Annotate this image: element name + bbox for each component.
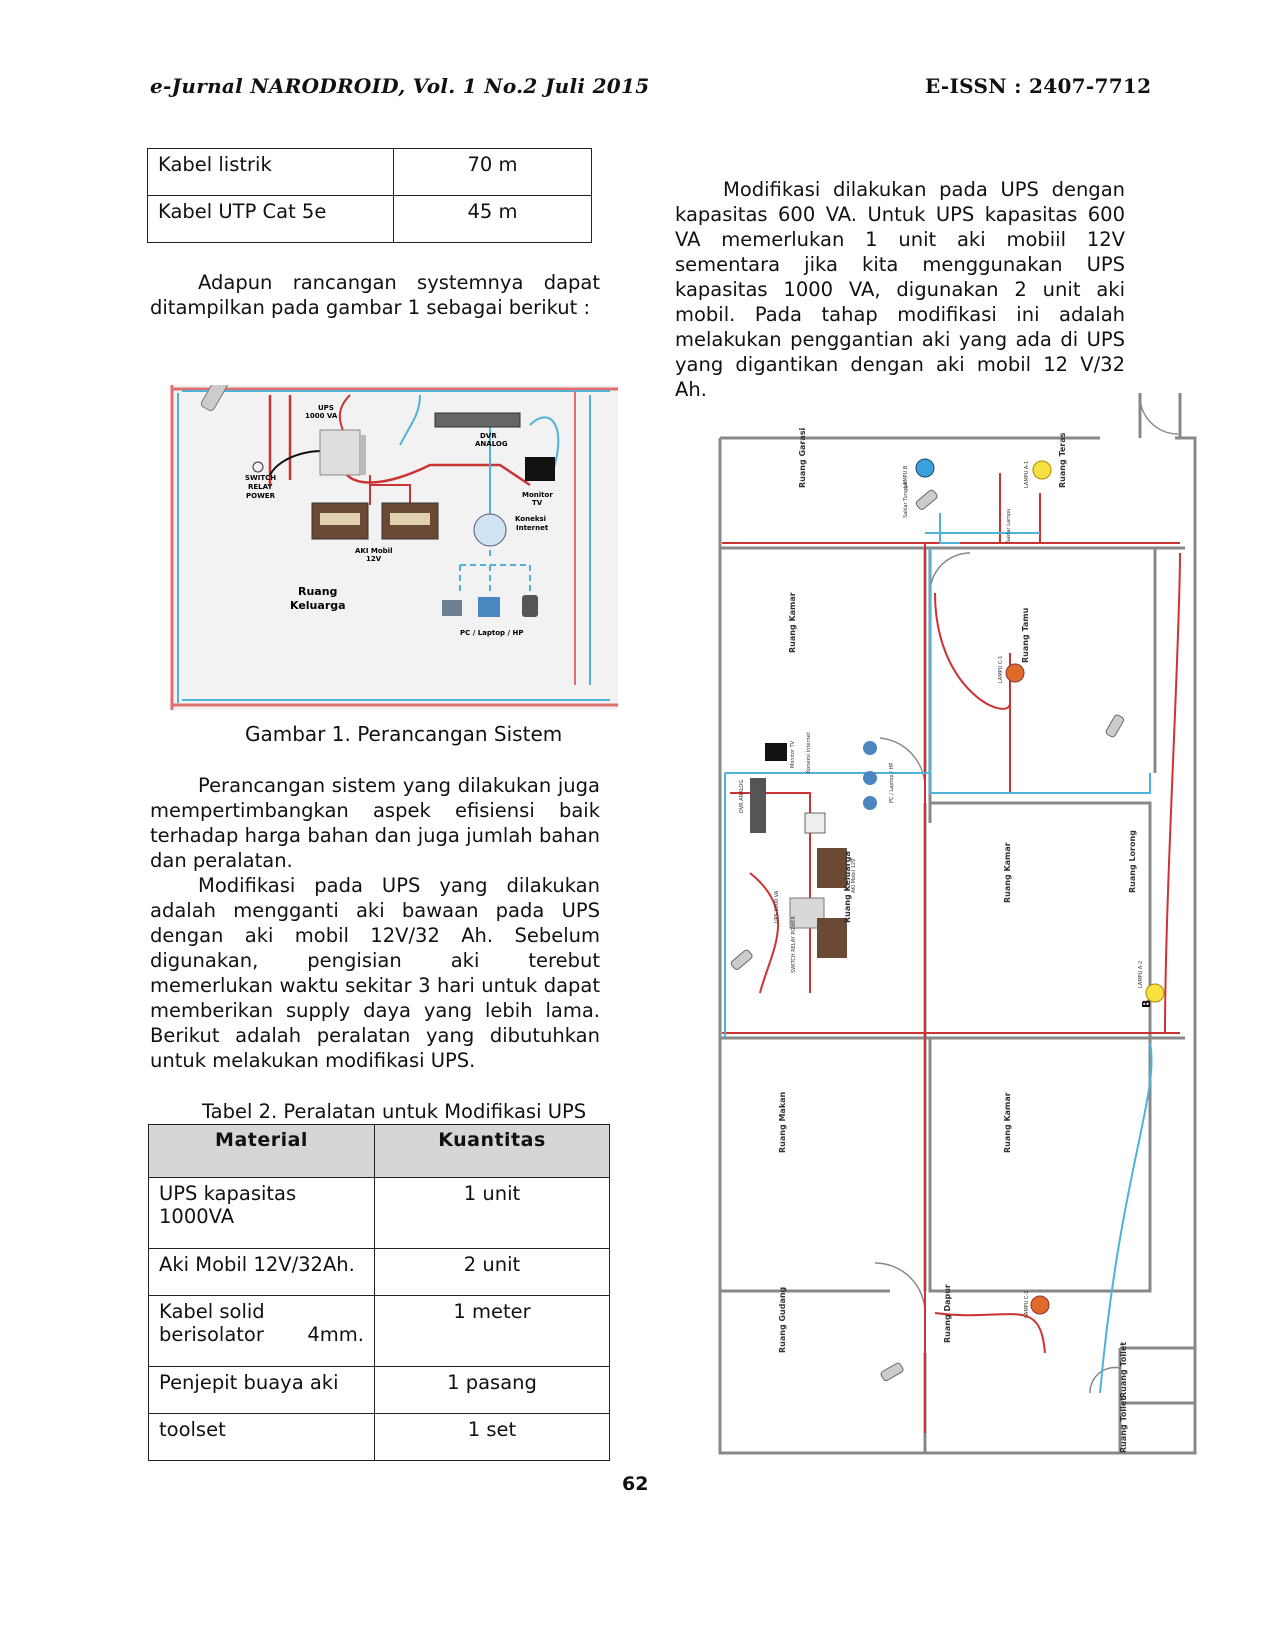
table-cell: Aki Mobil 12V/32Ah. [148, 1248, 375, 1296]
room-gudang: Ruang Gudang [778, 1286, 787, 1353]
page-number: 62 [622, 1473, 649, 1495]
table-1: Kabel listrik 70 m Kabel UTP Cat 5e 45 m [147, 148, 592, 243]
fig1-dvr2: ANALOG [475, 440, 508, 448]
table-cell: Kabel UTP Cat 5e [147, 195, 394, 243]
intro-paragraph: Adapun rancangan systemnya dapat ditampi… [150, 270, 600, 320]
table-row: Kabel UTP Cat 5e 45 m [147, 195, 592, 243]
room-kamar-3: Ruang Kamar [1003, 1092, 1012, 1153]
fp-dvr-label: DVR ANALOG [739, 780, 745, 813]
table-row: Kabel listrik 70 m [147, 148, 592, 196]
fp-switch-label: SWITCH RELAY POWER [791, 916, 797, 973]
table-cell: 70 m [393, 148, 592, 196]
fig1-switch2: RELAY [248, 483, 273, 491]
lamp-c2-label: LAMPU C-2 [1024, 1291, 1030, 1318]
room-garasi: Ruang Garasi [798, 427, 807, 488]
table-cell: 45 m [393, 195, 592, 243]
table-cell: 1 unit [374, 1177, 610, 1249]
fp-koneksi-label: Koneksi Internet [806, 732, 812, 773]
room-kamar-2: Ruang Kamar [1003, 842, 1012, 903]
room-kamar-1: Ruang Kamar [788, 592, 797, 653]
table-cell: 2 unit [374, 1248, 610, 1296]
fig1-koneksi1: Koneksi [515, 515, 546, 523]
table-header-row: Material Kuantitas [148, 1124, 610, 1178]
saklar-label: Saklar Tunggal [903, 481, 909, 518]
right-paragraph: Modifikasi dilakukan pada UPS dengan kap… [675, 177, 1125, 402]
figure-floor-plan: Ruang Garasi Ruang Teras Ruang Kamar Rua… [718, 393, 1197, 1455]
table-cell: Penjepit buaya aki [148, 1366, 375, 1414]
lamp-a2-label: LAMPU A-2 [1138, 961, 1144, 988]
table-cell: UPS kapasitas 1000VA [148, 1177, 375, 1249]
left-body: Perancangan sistem yang dilakukan juga m… [150, 773, 600, 1073]
figure-system-design: UPS 1000 VA DVR ANALOG Monitor TV SWITCH… [170, 385, 618, 710]
figure-1-caption: Gambar 1. Perancangan Sistem [245, 722, 563, 746]
fig1-monitor: Monitor [522, 491, 553, 499]
table-2-caption: Tabel 2. Peralatan untuk Modifikasi UPS [202, 1100, 587, 1123]
room-teras: Ruang Teras [1058, 432, 1067, 488]
table-cell: Kabel solid berisolator 4mm. [148, 1295, 375, 1367]
fp-ups-label: UPS 1000 VA [774, 890, 780, 923]
room-toilet-1: Ruang Toilet [1119, 1342, 1128, 1398]
fp-monitor-label: Monitor TV [790, 740, 796, 768]
fp-pc-label: PC / Laptop / HP [889, 763, 895, 803]
room-tamu: Ruang Tamu [1021, 607, 1030, 663]
lamp-a1-label: LAMPU A-1 [1024, 461, 1030, 488]
para-ups-capacity: Modifikasi dilakukan pada UPS dengan kap… [675, 178, 1125, 401]
fig1-switch1: SWITCH [245, 474, 276, 482]
table-row: Kabel solid berisolator 4mm.1 meter [148, 1295, 610, 1367]
fp-aki-label: AKI Mobil 12V [851, 858, 857, 893]
table-cell: 1 set [374, 1413, 610, 1461]
table-cell: 1 pasang [374, 1366, 610, 1414]
para-modification: Modifikasi pada UPS yang dilakukan adala… [150, 874, 600, 1072]
column-header: Kuantitas [374, 1124, 610, 1178]
lamp-b-label: LAMPU B [903, 465, 909, 488]
table-row: Aki Mobil 12V/32Ah.2 unit [148, 1248, 610, 1296]
fig1-devices: PC / Laptop / HP [460, 629, 523, 637]
room-dapur: Ruang Dapur [943, 1284, 952, 1343]
fig1-dvr: DVR [480, 432, 497, 440]
room-toilet-2: Ruang Toilet [1119, 1397, 1128, 1453]
table-cell: toolset [148, 1413, 375, 1461]
saklar-2-label: Saklar Lampu [1006, 509, 1012, 543]
lamp-b-letter: B [1140, 1000, 1153, 1008]
fig1-koneksi2: Internet [516, 524, 549, 532]
room-makan: Ruang Makan [778, 1091, 787, 1153]
fig1-monitor2: TV [532, 499, 543, 507]
column-header: Material [148, 1124, 375, 1178]
issn: E-ISSN : 2407-7712 [925, 74, 1152, 98]
lamp-c1-label: LAMPU C-1 [998, 656, 1004, 683]
table-cell: 1 meter [374, 1295, 610, 1367]
intro-text: Adapun rancangan systemnya dapat ditampi… [150, 271, 600, 319]
fig1-room1: Ruang [298, 585, 337, 598]
fig1-switch3: POWER [246, 492, 276, 500]
room-lorong: Ruang Lorong [1128, 830, 1137, 893]
para-design: Perancangan sistem yang dilakukan juga m… [150, 774, 600, 872]
journal-title: e-Jurnal NARODROID, Vol. 1 No.2 Juli 201… [150, 74, 650, 98]
table-cell: Kabel listrik [147, 148, 394, 196]
fig1-ups-cap: 1000 VA [305, 412, 338, 420]
room-keluarga: Ruang Keluarga [843, 851, 852, 923]
fig1-ups-label: UPS [318, 404, 334, 412]
fig1-aki1: AKI Mobil [355, 547, 392, 555]
fig1-aki2: 12V [366, 555, 382, 563]
fig1-room2: Keluarga [290, 599, 346, 612]
